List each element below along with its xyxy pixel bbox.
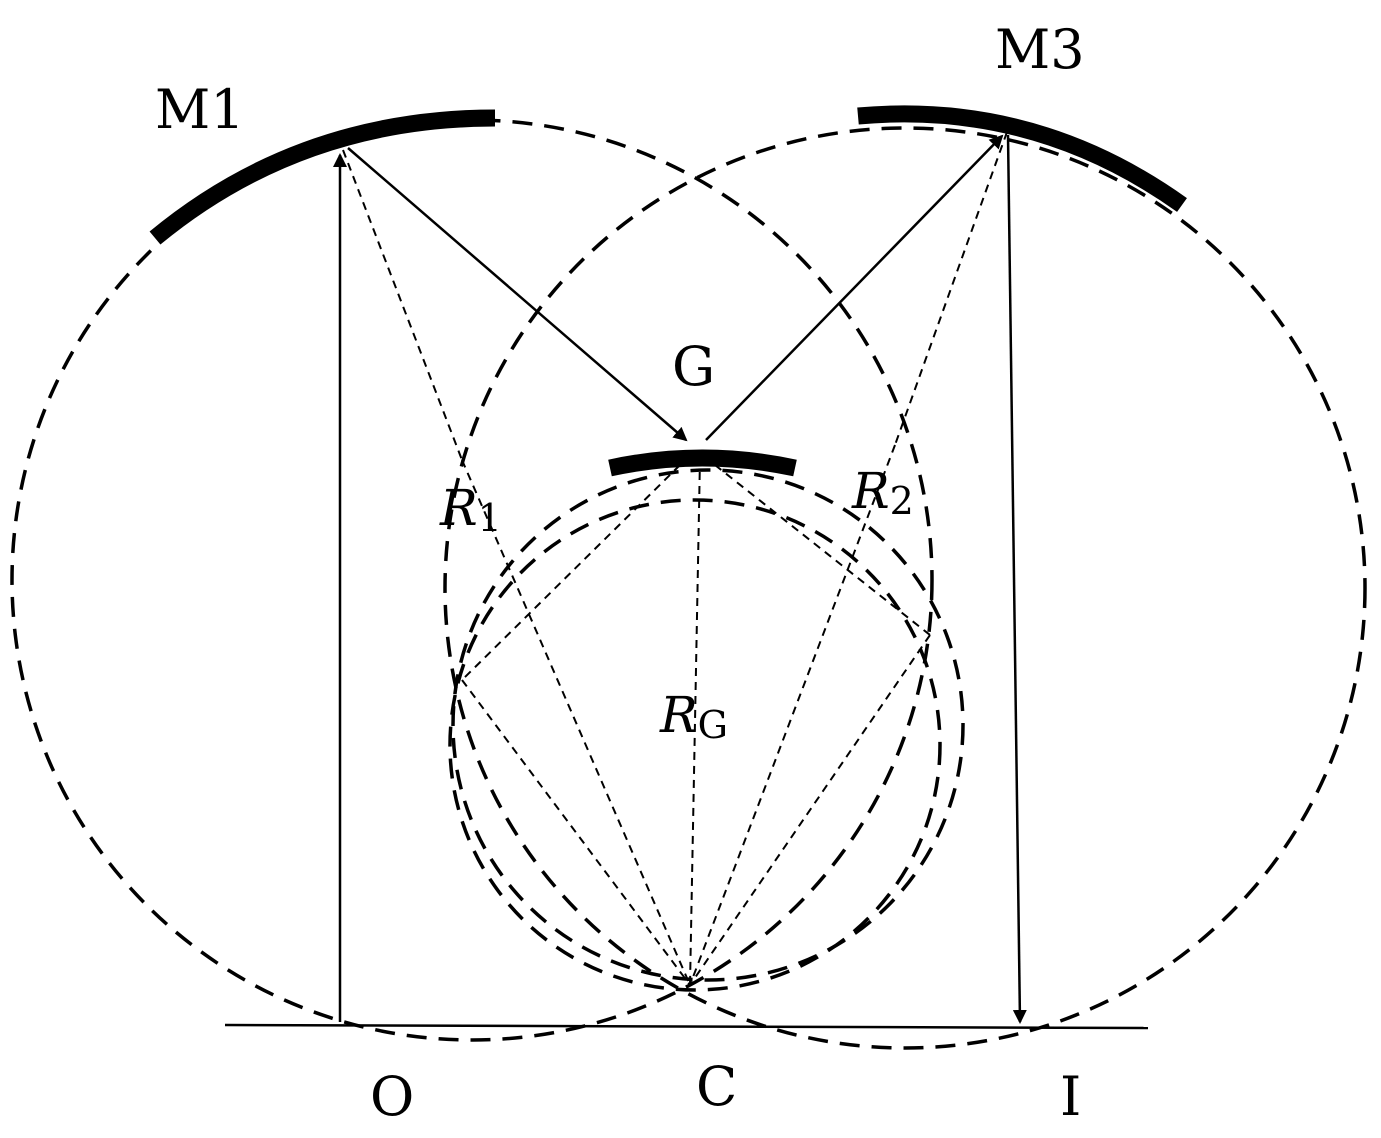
label-g: G [672, 335, 715, 398]
mirror-m1 [149, 109, 496, 245]
m3-circle [443, 126, 1367, 1050]
label-rg-sub: G [698, 703, 728, 747]
ray-m1-to-g [347, 147, 688, 442]
grating-circle-left [448, 498, 942, 992]
label-r2: R2 [851, 462, 914, 523]
label-r1: R1 [439, 479, 502, 540]
label-r1-sub: 1 [478, 496, 502, 540]
mirror-m3 [857, 105, 1187, 212]
label-m3: M3 [995, 18, 1085, 81]
label-c: C [696, 1055, 737, 1118]
m1-circle [10, 118, 934, 1042]
grating-circle-right [451, 468, 965, 982]
label-r2-main: R [851, 462, 890, 520]
label-rg-main: R [659, 686, 698, 744]
label-i: I [1060, 1065, 1081, 1128]
ray-g-to-m3 [705, 134, 1004, 441]
label-r1-main: R [439, 479, 478, 537]
label-r2-sub: 2 [890, 479, 914, 523]
grating-g [608, 449, 797, 477]
radius-lines [342, 131, 1008, 986]
label-o: O [370, 1065, 414, 1128]
label-rg: RG [659, 686, 728, 747]
ray-m3-to-i [1006, 134, 1027, 1024]
baseline [224, 1023, 1149, 1030]
ray-path [333, 134, 1027, 1024]
label-m1: M1 [155, 78, 245, 141]
